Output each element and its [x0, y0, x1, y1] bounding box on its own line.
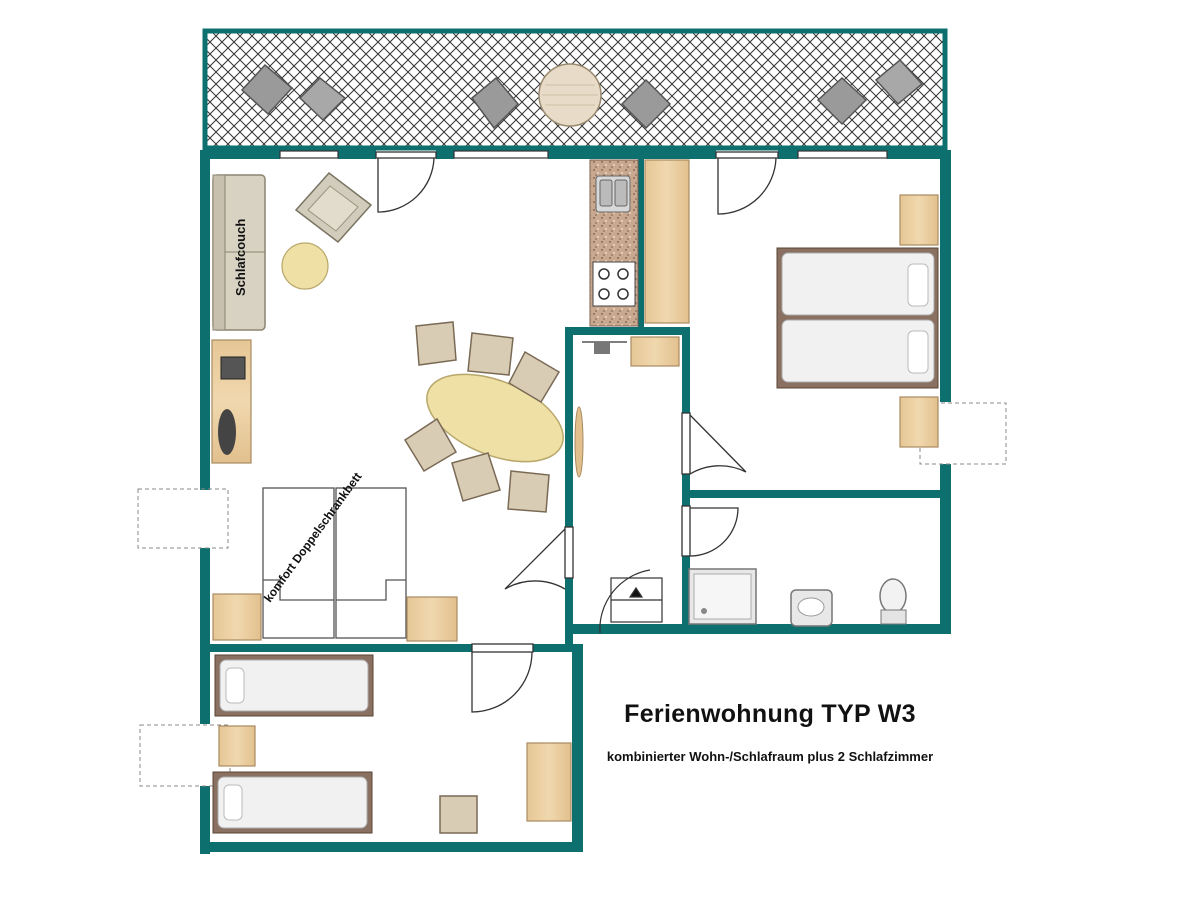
shower [688, 568, 757, 625]
washbasin [790, 589, 833, 627]
sofa-label: Schlafcouch [233, 219, 248, 296]
armchair [294, 171, 373, 244]
toilet [879, 578, 907, 625]
desk [526, 742, 572, 822]
tv-sideboard [211, 339, 252, 464]
murphy-bed: komfort Doppelschrankbett [261, 470, 407, 639]
door [375, 151, 779, 713]
kitchen-counter [589, 159, 639, 327]
wardrobe [644, 159, 690, 324]
nightstand [212, 593, 458, 642]
nightstand [218, 725, 256, 767]
dining-chair [403, 321, 561, 513]
hall-furniture [574, 336, 680, 478]
balcony-chair [240, 63, 347, 122]
double-bed [776, 247, 939, 389]
balcony-chair [470, 76, 672, 130]
single-bed [214, 654, 374, 717]
nightstand [899, 194, 939, 448]
staircase [599, 569, 663, 634]
plan-title: Ferienwohnung TYP W3 [624, 700, 916, 728]
balcony-round-table [538, 63, 602, 127]
sofa-bed: Schlafcouch [212, 174, 266, 331]
balcony-chair [816, 58, 924, 126]
plan-subtitle: kombinierter Wohn-/Schlafraum plus 2 Sch… [606, 749, 934, 764]
single-bed [212, 771, 373, 834]
desk-chair [439, 795, 478, 834]
coffee-table [281, 242, 329, 290]
walls [200, 150, 951, 854]
window [279, 150, 888, 159]
